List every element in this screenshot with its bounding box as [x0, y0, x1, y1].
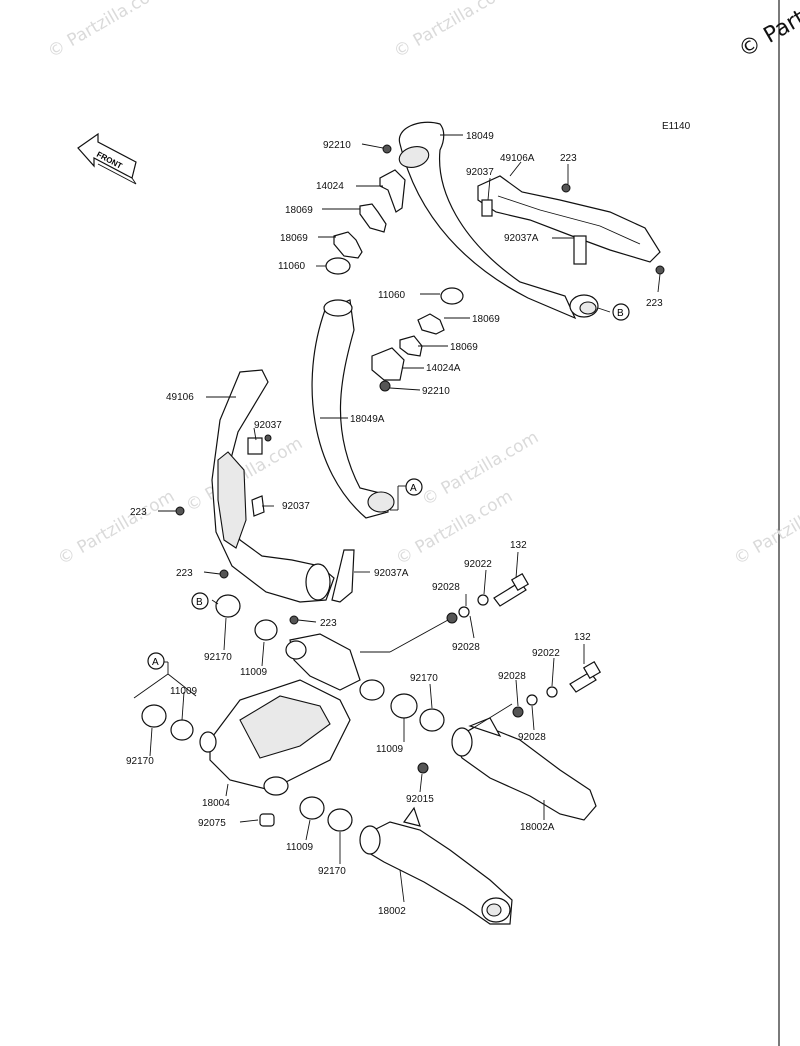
label-18069: 18069 — [280, 233, 308, 244]
heat-guard-49106 — [211, 369, 355, 603]
marker-a-label: A — [410, 483, 417, 494]
watermark: © Partzilla.com — [55, 486, 179, 569]
watermark-group: © Partzilla.com © Partzilla.com © Partzi… — [45, 0, 800, 569]
label-18069: 18069 — [450, 342, 478, 353]
label-92028: 92028 — [452, 642, 480, 653]
leader-lines — [133, 134, 661, 903]
marker-a-left: A — [147, 652, 165, 670]
label-223: 223 — [320, 618, 337, 629]
heat-guard-49106A — [477, 175, 661, 265]
label-92028: 92028 — [432, 582, 460, 593]
watermark: © Partzilla.com — [393, 486, 517, 569]
label-223: 223 — [176, 568, 193, 579]
label-92037: 92037 — [254, 420, 282, 431]
label-223: 223 — [130, 507, 147, 518]
bolt-assembly-lower — [512, 660, 602, 718]
label-18002A: 18002A — [520, 822, 555, 833]
label-49106A: 49106A — [500, 153, 535, 164]
front-arrow-icon: FRONT — [77, 132, 137, 185]
label-92170: 92170 — [126, 756, 154, 767]
marker-b-top: B — [612, 303, 630, 321]
watermark: © Partzilla.com — [45, 0, 169, 62]
exhaust-chamber-18004 — [199, 633, 385, 827]
label-11060: 11060 — [378, 290, 406, 301]
label-18049A: 18049A — [350, 414, 385, 425]
label-132: 132 — [510, 540, 527, 551]
label-11009: 11009 — [286, 842, 314, 853]
clamp-gasket-group-right — [299, 693, 445, 832]
label-11060: 11060 — [278, 261, 306, 272]
label-18002: 18002 — [378, 906, 406, 917]
label-92028: 92028 — [518, 732, 546, 743]
label-92022: 92022 — [532, 648, 560, 659]
marker-a-mid: A — [405, 478, 423, 496]
muffler-18002A — [451, 717, 597, 821]
label-18069: 18069 — [472, 314, 500, 325]
label-92015: 92015 — [406, 794, 434, 805]
label-92022: 92022 — [464, 559, 492, 570]
part-labels: 18049 92210 14024 18069 18069 11060 4910… — [126, 131, 663, 917]
marker-b-left: B — [191, 592, 209, 610]
marker-b-label: B — [617, 308, 624, 319]
watermark: © Partzilla.com — [419, 427, 543, 510]
diagram-code: E1140 — [662, 121, 691, 132]
label-92210: 92210 — [323, 140, 351, 151]
label-92170: 92170 — [318, 866, 346, 877]
label-92037A: 92037A — [504, 233, 539, 244]
label-11009: 11009 — [376, 744, 404, 755]
watermark: © Partzilla.com — [391, 0, 515, 62]
clamp-group-top — [325, 144, 406, 275]
marker-a-label: A — [152, 657, 159, 668]
label-92037: 92037 — [282, 501, 310, 512]
label-92075: 92075 — [198, 818, 226, 829]
label-14024A: 14024A — [426, 363, 461, 374]
label-18069: 18069 — [285, 205, 313, 216]
label-18004: 18004 — [202, 798, 230, 809]
label-92037: 92037 — [466, 167, 494, 178]
label-92028: 92028 — [498, 671, 526, 682]
label-14024: 14024 — [316, 181, 344, 192]
watermark: © Partzilla.com — [731, 486, 800, 569]
label-11009: 11009 — [170, 686, 198, 697]
label-223: 223 — [560, 153, 577, 164]
bolts — [175, 183, 665, 625]
label-11009: 11009 — [240, 667, 268, 678]
label-92170: 92170 — [410, 673, 438, 684]
header-pipe-18049A — [311, 299, 395, 519]
clamp-gasket-group-left — [141, 594, 278, 741]
muffler-18002 — [359, 806, 513, 925]
label-92170: 92170 — [204, 652, 232, 663]
label-223: 223 — [646, 298, 663, 309]
marker-b-label: B — [196, 597, 203, 608]
corner-watermark: © Part — [735, 5, 800, 63]
label-92210: 92210 — [422, 386, 450, 397]
label-132: 132 — [574, 632, 591, 643]
label-18049: 18049 — [466, 131, 494, 142]
label-49106: 49106 — [166, 392, 194, 403]
label-92037A: 92037A — [374, 568, 409, 579]
header-pipe-18049 — [398, 121, 599, 320]
clamp-group-mid — [371, 287, 464, 392]
